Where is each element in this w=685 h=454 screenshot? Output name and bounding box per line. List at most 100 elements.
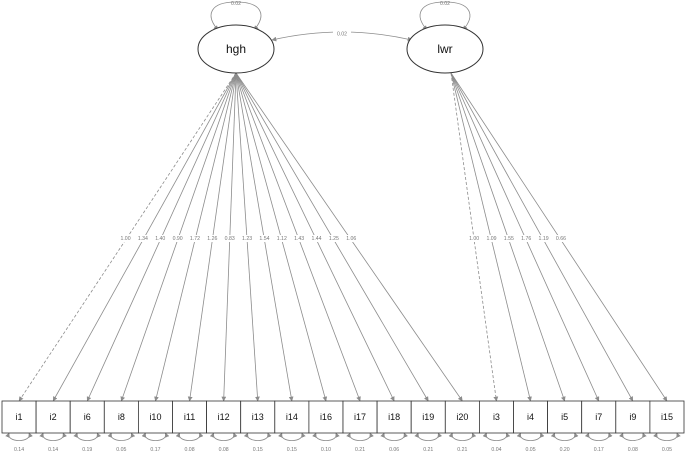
observed-node-i13: i13 (240, 400, 276, 434)
observed-label-i17: i17 (354, 412, 366, 422)
residual-loop-i19 (414, 432, 443, 441)
residual-label-i19: 0.21 (423, 447, 433, 453)
loading-label-i5: 1.55 (504, 236, 514, 242)
observed-node-i1: i1 (1, 400, 37, 434)
residual-label-i2: 0.14 (48, 447, 58, 453)
observed-label-i12: i12 (218, 412, 230, 422)
residual-loop-i10 (141, 432, 170, 441)
observed-label-i5: i5 (561, 412, 568, 422)
residual-label-i5: 0.20 (560, 447, 570, 453)
observed-node-i16: i16 (308, 400, 344, 434)
observed-label-i15: i15 (661, 412, 673, 422)
latent-covariance: 0.02 (271, 30, 413, 42)
residual-loop-i13 (243, 432, 272, 441)
observed-node-i14: i14 (274, 400, 310, 434)
loading-label-i20: 1.06 (346, 236, 356, 242)
residual-loop-i5 (550, 432, 579, 441)
observed-node-i9: i9 (615, 400, 651, 434)
loading-label-i1: 1.00 (120, 236, 130, 242)
loading-label-i3: 1.00 (469, 236, 479, 242)
loading-label-i9: 1.19 (539, 236, 549, 242)
loading-label-i4: 1.09 (486, 236, 496, 242)
residual-label-i18: 0.06 (389, 447, 399, 453)
observed-label-i3: i3 (493, 412, 500, 422)
loading-label-i14: 1.54 (259, 236, 269, 242)
residual-label-i3: 0.04 (491, 447, 501, 453)
observed-label-i4: i4 (527, 412, 534, 422)
loading-label-i8: 0.90 (173, 236, 183, 242)
observed-label-i11: i11 (184, 412, 195, 422)
latent-variance-label-hgh: 0.02 (231, 1, 241, 7)
loading-label-i7: 1.76 (521, 236, 531, 242)
observed-node-i19: i19 (410, 400, 446, 434)
observed-label-i8: i8 (118, 412, 125, 422)
observed-label-i20: i20 (456, 412, 468, 422)
observed-node-i18: i18 (376, 400, 412, 434)
observed-label-i9: i9 (629, 412, 636, 422)
residual-label-i15: 0.05 (662, 447, 672, 453)
latent-label-lwr: lwr (437, 42, 452, 56)
observed-label-i7: i7 (595, 412, 602, 422)
loading-label-i17: 1.43 (294, 236, 304, 242)
latent-variance-hgh: 0.02 (210, 1, 262, 31)
latent-variance-lwr: 0.02 (419, 1, 471, 31)
loading-label-i19: 1.25 (329, 236, 339, 242)
observed-label-i13: i13 (252, 412, 264, 422)
residual-label-i13: 0.15 (253, 447, 263, 453)
loading-label-i18: 1.44 (311, 236, 321, 242)
loading-label-i16: 1.12 (277, 236, 287, 242)
observed-label-i1: i1 (16, 412, 23, 422)
residual-label-i10: 0.17 (150, 447, 160, 453)
residual-loop-i8 (107, 432, 136, 441)
residual-label-i4: 0.05 (525, 447, 535, 453)
residual-label-i9: 0.08 (628, 447, 638, 453)
observed-label-i16: i16 (320, 412, 332, 422)
residual-loop-i4 (516, 432, 545, 441)
observed-label-i6: i6 (84, 412, 91, 422)
residual-loop-i7 (584, 432, 613, 441)
residual-loop-i20 (448, 432, 477, 441)
residual-label-i11: 0.08 (184, 447, 194, 453)
observed-node-i2: i2 (35, 400, 71, 434)
observed-node-i6: i6 (69, 400, 105, 434)
loading-label-i13: 1.23 (242, 236, 252, 242)
loading-label-i15: 0.66 (556, 236, 566, 242)
observed-node-i12: i12 (206, 400, 242, 434)
residual-loop-i2 (39, 432, 67, 441)
residual-loop-i15 (653, 432, 681, 441)
observed-node-i7: i7 (581, 400, 617, 434)
residual-label-i17: 0.21 (355, 447, 365, 453)
residual-loop-i3 (482, 432, 511, 441)
latent-node-lwr: lwr (406, 24, 484, 74)
loading-label-i12: 0.83 (225, 236, 235, 242)
residual-label-i6: 0.19 (82, 447, 92, 453)
observed-node-i17: i17 (342, 400, 378, 434)
observed-node-i5: i5 (547, 400, 583, 434)
observed-node-i4: i4 (513, 400, 548, 434)
observed-node-i20: i20 (444, 400, 480, 434)
observed-label-i10: i10 (149, 412, 161, 422)
observed-node-i15: i15 (649, 400, 685, 434)
residual-loop-i12 (209, 432, 238, 441)
latent-node-hgh: hgh (197, 24, 275, 74)
residual-label-i12: 0.08 (219, 447, 229, 453)
loading-label-i2: 1.34 (138, 236, 148, 242)
latent-label-hgh: hgh (226, 42, 246, 56)
observed-label-i2: i2 (50, 412, 57, 422)
observed-label-i19: i19 (422, 412, 434, 422)
residual-loop-i11 (175, 432, 204, 441)
observed-indicators: i1 i2 i6 i8 i10 i11 i12 i13 i14 i16 i17 i18 i19 i20 i3… (1, 400, 685, 434)
observed-label-i18: i18 (388, 412, 400, 422)
observed-label-i14: i14 (286, 412, 298, 422)
loading-label-i10: 1.72 (190, 236, 200, 242)
residual-label-i8: 0.05 (116, 447, 126, 453)
observed-node-i10: i10 (137, 400, 173, 434)
residual-label-i14: 0.15 (287, 447, 297, 453)
observed-node-i11: i11 (172, 400, 207, 434)
residual-loop-i14 (278, 432, 306, 441)
residual-loop-i16 (312, 432, 340, 441)
residual-label-i16: 0.10 (321, 447, 331, 453)
